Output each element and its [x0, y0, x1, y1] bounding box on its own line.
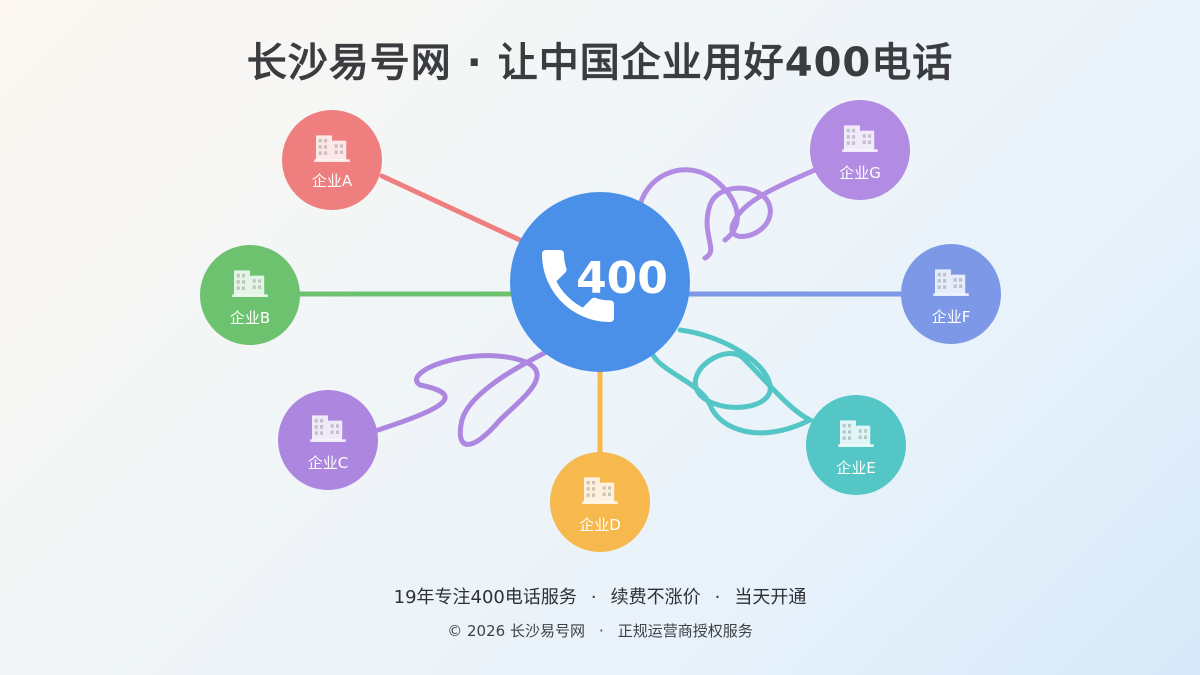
node-a[interactable]: 企业A	[282, 110, 382, 210]
feature-bar: 19年专注400电话服务 · 续费不涨价 · 当天开通	[0, 583, 1200, 609]
connector-a	[379, 173, 525, 244]
node-d-label: 企业D	[579, 516, 621, 534]
hub-label: 400	[576, 253, 668, 304]
node-e-label: 企业E	[836, 459, 875, 477]
copyright-text: © 2026 长沙易号网	[447, 622, 585, 640]
node-a-label: 企业A	[312, 172, 353, 190]
node-d[interactable]: 企业D	[550, 452, 650, 552]
feature-years: 19年专注400电话服务	[393, 587, 577, 608]
node-c-label: 企业C	[308, 454, 348, 472]
copyright-bar: © 2026 长沙易号网 · 正规运营商授权服务	[0, 620, 1200, 641]
hub-node[interactable]: 400	[510, 192, 690, 372]
feature-renewal: 续费不涨价	[610, 587, 701, 608]
node-b-label: 企业B	[230, 309, 270, 327]
node-c[interactable]: 企业C	[278, 390, 378, 490]
separator: ·	[598, 622, 604, 640]
feature-activation: 当天开通	[734, 587, 807, 608]
node-g[interactable]: 企业G	[810, 100, 910, 200]
phone-icon	[542, 250, 614, 322]
node-b[interactable]: 企业B	[200, 245, 300, 345]
connector-e	[647, 327, 816, 436]
node-e[interactable]: 企业E	[806, 395, 906, 495]
page-title: 长沙易号网 · 让中国企业用好400电话	[246, 40, 954, 86]
node-f[interactable]: 企业F	[901, 244, 1001, 344]
connector-g	[637, 167, 818, 261]
separator: ·	[714, 587, 721, 608]
node-f-label: 企业F	[932, 308, 971, 326]
node-g-label: 企业G	[839, 164, 881, 182]
hub-circle	[510, 192, 690, 372]
separator: ·	[590, 587, 597, 608]
connector-c	[375, 342, 563, 447]
authorization-text: 正规运营商授权服务	[617, 622, 753, 640]
